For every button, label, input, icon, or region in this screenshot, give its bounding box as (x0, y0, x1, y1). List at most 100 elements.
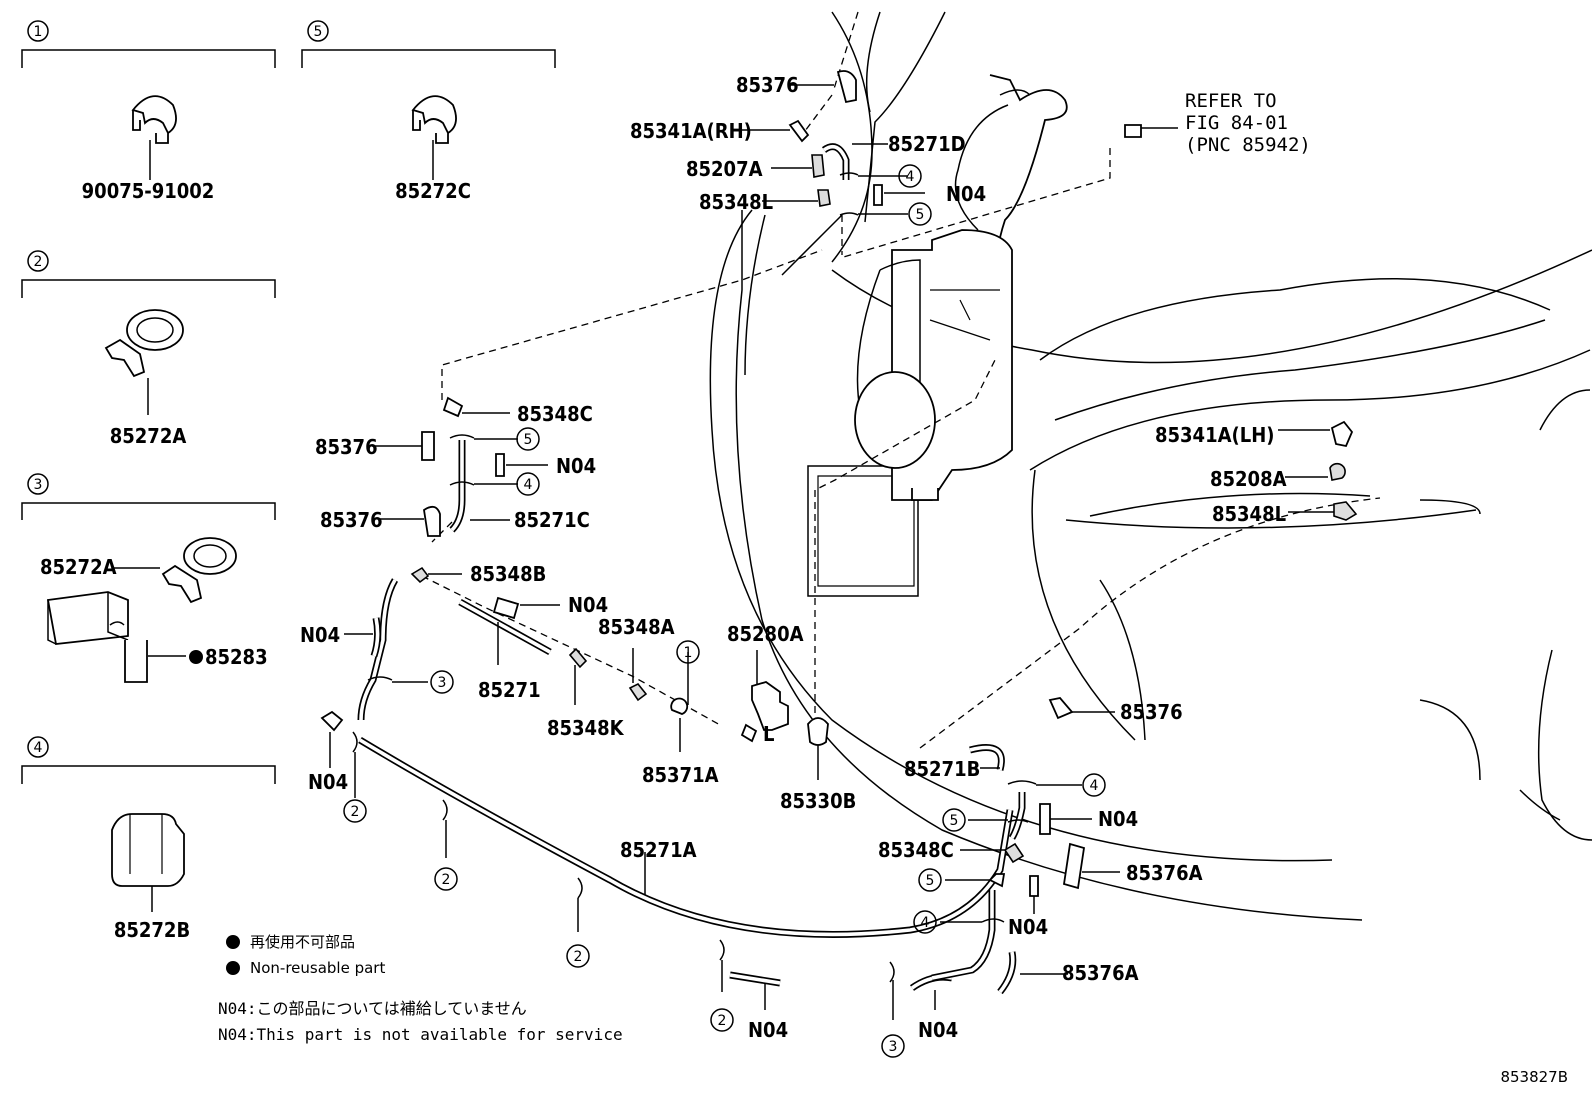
label-85348K: 85348K (547, 716, 625, 740)
rh-nozzle-cluster (738, 70, 925, 276)
routing-dash-2 (441, 249, 823, 400)
label-n04-right2: N04 (1008, 915, 1048, 939)
callout-4: 4 (913, 910, 937, 934)
inset-5: 5 85272C (301, 20, 556, 203)
washer-tank (854, 74, 1068, 501)
label-85271B: 85271B (904, 757, 980, 781)
label-85376A-1: 85376A (1126, 861, 1203, 885)
legend-n04-jp: N04:この部品については補給していません (218, 999, 527, 1018)
callout-1: 1 (676, 640, 700, 664)
svg-text:4: 4 (1090, 778, 1099, 794)
legend-n04-en: N04:This part is not available for servi… (218, 1025, 623, 1044)
callout-5: 5 (516, 427, 540, 451)
clip-85272B-icon (111, 813, 185, 912)
svg-text:3: 3 (889, 1039, 898, 1055)
inset-4-number: 4 (34, 740, 43, 756)
callouts: 4 5 5 4 3 1 2 2 2 2 3 4 5 5 4 (343, 164, 1106, 1058)
legend-en-nonreusable: Non-reusable part (250, 959, 385, 977)
clamp-90075-icon (131, 95, 177, 180)
bracket-85283-icon (46, 591, 186, 683)
inset-1-number: 1 (34, 24, 43, 40)
clamp-85272A-icon (104, 309, 184, 415)
callout-3: 3 (430, 670, 454, 694)
inset-3-number: 3 (34, 477, 43, 493)
label-n04-left2: N04 (300, 623, 340, 647)
callout-2: 2 (434, 867, 458, 891)
clamp-85272A-icon (161, 537, 237, 604)
refer-line-1: REFER TO (1185, 90, 1277, 112)
label-85271D: 85271D (888, 132, 966, 156)
label-85348B: 85348B (470, 562, 546, 586)
label-n04-left1: N04 (556, 454, 596, 478)
inset-3-part-85272A: 85272A (40, 555, 117, 579)
svg-text:4: 4 (921, 915, 930, 931)
label-85376A-2: 85376A (1062, 961, 1139, 985)
svg-text:2: 2 (351, 804, 360, 820)
label-85341A-lh: 85341A(LH) (1155, 423, 1275, 447)
label-85376-top: 85376 (736, 73, 799, 97)
label-85280A: 85280A (727, 622, 804, 646)
svg-text:1: 1 (684, 645, 693, 661)
callout-4: 4 (516, 472, 540, 496)
inset-1-part-label: 90075-91002 (82, 179, 215, 203)
callout-3: 3 (881, 1034, 905, 1058)
inset-2-number: 2 (34, 254, 43, 270)
label-85348C-right: 85348C (878, 838, 954, 862)
svg-text:2: 2 (574, 949, 583, 965)
refer-line-3: (PNC 85942) (1185, 134, 1311, 156)
label-85376-right: 85376 (1120, 700, 1183, 724)
label-85376-a: 85376 (315, 435, 378, 459)
callout-2: 2 (343, 799, 367, 823)
routing-dash-4 (839, 148, 1111, 259)
inset-5-part-label: 85272C (395, 179, 471, 203)
left-hose-cluster (320, 396, 829, 780)
inset-5-number: 5 (314, 24, 323, 40)
label-85348A: 85348A (598, 615, 675, 639)
routing-dash-5 (421, 575, 723, 727)
svg-text:5: 5 (950, 813, 959, 829)
figure-id: 853827B (1500, 1068, 1568, 1086)
label-n04-bottom2: N04 (918, 1018, 958, 1042)
svg-text:4: 4 (906, 169, 915, 185)
label-85271C: 85271C (514, 508, 590, 532)
routing-dash-1 (814, 359, 996, 713)
legend: 再使用不可部品 Non-reusable part N04:この部品については補… (218, 933, 623, 1044)
routing-dash-3 (919, 497, 1381, 749)
lh-hose-cluster (931, 124, 1358, 995)
inset-3: 3 85272A 85283 (21, 473, 276, 683)
svg-text:2: 2 (718, 1013, 727, 1029)
callout-2: 2 (710, 1008, 734, 1032)
label-n04-mid: N04 (568, 593, 608, 617)
label-85376-b: 85376 (320, 508, 383, 532)
label-n04-top: N04 (946, 182, 986, 206)
svg-text:4: 4 (524, 477, 533, 493)
callout-5: 4 (898, 164, 922, 188)
svg-text:2: 2 (442, 872, 451, 888)
svg-text:5: 5 (524, 432, 533, 448)
inset-4: 4 85272B (21, 736, 276, 942)
svg-text:5: 5 (926, 873, 935, 889)
label-85348L-top: 85348L (699, 190, 773, 214)
label-85271A: 85271A (620, 838, 697, 862)
inset-2: 2 85272A (21, 250, 276, 448)
svg-text:5: 5 (916, 207, 925, 223)
inset-1: 1 90075-91002 (21, 20, 276, 203)
callout-2: 2 (566, 944, 590, 968)
legend-jp-nonreusable: 再使用不可部品 (250, 933, 355, 951)
svg-text:3: 3 (438, 675, 447, 691)
label-85208A: 85208A (1210, 467, 1287, 491)
label-n04-right1: N04 (1098, 807, 1138, 831)
callout-5: 5 (942, 808, 966, 832)
label-clip-L: L (763, 722, 774, 746)
label-n04-left3: N04 (308, 770, 348, 794)
label-85348L-right: 85348L (1212, 502, 1286, 526)
routing-dash-6 (431, 521, 453, 543)
callout-5: 5 (908, 202, 932, 226)
label-85330B: 85330B (780, 789, 856, 813)
label-85371A: 85371A (642, 763, 719, 787)
main-hose-85271A (352, 731, 1014, 1020)
label-85341A-rh: 85341A(RH) (630, 119, 752, 143)
inset-4-part-label: 85272B (114, 918, 190, 942)
inset-2-part-label: 85272A (110, 424, 187, 448)
